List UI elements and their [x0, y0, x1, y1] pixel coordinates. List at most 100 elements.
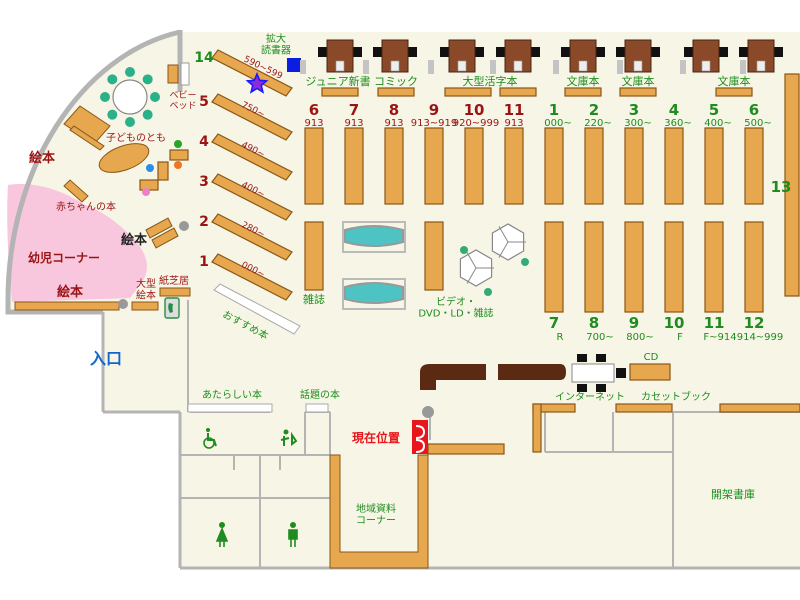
reading-desk-seat: [578, 60, 588, 72]
wheelchair-wheel: [203, 437, 215, 449]
magazines-label: 雑誌: [303, 292, 325, 306]
plant: [460, 246, 468, 254]
internet-label: インターネット: [555, 391, 625, 403]
green-stack-code-top: 400~: [704, 118, 731, 129]
diag-shelf-number: 14: [194, 50, 214, 66]
terminal-chair: [596, 384, 606, 392]
baby-care-icon: [280, 431, 298, 446]
round-table-stool: [107, 74, 118, 85]
junior-new-label: ジュニア新書: [305, 74, 370, 88]
pillar: [740, 60, 746, 74]
plant: [521, 258, 529, 266]
green-stack-code-bottom: R: [557, 332, 564, 343]
label-board: [377, 87, 415, 97]
magazine-stack: [304, 221, 324, 291]
pillar: [363, 60, 369, 74]
plant: [484, 288, 492, 296]
hex-divider: [466, 267, 477, 284]
outer-curve-wall: [5, 29, 181, 315]
water-frame: [342, 278, 406, 310]
pillar-round: [118, 299, 128, 309]
reading-desk-seat: [701, 60, 711, 72]
closed-stacks-label: 開架書庫: [711, 487, 755, 501]
large-print-label: 大型活字本: [463, 74, 518, 88]
red-stack: [304, 127, 324, 205]
label-board: [499, 87, 537, 97]
green-stack-code-top: 000~: [544, 118, 571, 129]
picture-book-shelf-bottom: [14, 301, 120, 311]
green-stack-bottom: [544, 221, 564, 313]
green-stack-code-bottom: 800~: [626, 332, 653, 343]
diag-shelf-number: 5: [199, 94, 209, 110]
red-stack-number: 11: [504, 101, 525, 119]
green-stack-code-bottom: 700~: [586, 332, 613, 343]
red-stack-code: 913: [344, 118, 363, 129]
round-table-stool: [107, 109, 118, 120]
pillar: [553, 60, 559, 74]
green-stack-number-bottom: 7: [549, 314, 559, 332]
label-board: [564, 87, 602, 97]
baby-books-label: 赤ちゃんの本: [56, 200, 116, 213]
color-dot-orange: [174, 161, 182, 169]
terminal-chair: [616, 368, 626, 378]
internet-shelf-side: [532, 403, 542, 453]
diag-shelf-number: 1: [199, 254, 209, 270]
green-stack-code-bottom: 914~999: [737, 332, 784, 343]
oval-table: [98, 143, 150, 173]
reading-desk-seat: [513, 60, 523, 72]
reading-desk-seat: [633, 60, 643, 72]
enlarge-reader-label: 拡大読書器: [261, 32, 291, 57]
green-stack-number-bottom: 10: [664, 314, 685, 332]
color-dot-green: [174, 140, 182, 148]
green-stack-code-top: 300~: [624, 118, 651, 129]
green-stack-top: [544, 127, 564, 205]
diag-shelf: [211, 93, 293, 141]
red-stack-number: 8: [389, 101, 399, 119]
picture-book-rack: [151, 227, 179, 249]
large-picture-book-shelf: [131, 301, 159, 311]
bunko-label-3: 文庫本: [718, 74, 751, 88]
red-stack-code: 913: [384, 118, 403, 129]
baby-bed: [180, 62, 190, 86]
kamishibai-label: 紙芝居: [159, 274, 189, 287]
topical-books-shelf: [305, 403, 329, 413]
current-location-label: 現在位置: [352, 430, 400, 445]
water-frame: [342, 221, 406, 253]
red-stack-code: 913: [504, 118, 523, 129]
magnifier-reader-box: [287, 58, 301, 72]
label-board: [321, 87, 359, 97]
green-stack-number-bottom: 8: [589, 314, 599, 332]
map-labels: 拡大読書器ジュニア新書コミック大型活字本文庫本文庫本文庫本絵本絵本絵本子どものと…: [28, 32, 791, 527]
green-stack-number-top: 3: [629, 101, 639, 119]
internet-terminal: [571, 363, 615, 383]
small-shelf: [169, 149, 189, 161]
pillar-round: [179, 221, 189, 231]
map-graphics: [14, 39, 800, 569]
round-table-stool: [150, 92, 160, 102]
green-stack-bottom: [584, 221, 604, 313]
video-label: ビデオ・DVD・LD・雑誌: [418, 295, 493, 320]
bunko-label-1: 文庫本: [567, 74, 600, 88]
green-stack-number-bottom: 12: [744, 314, 765, 332]
kamishibai-shelf: [159, 287, 191, 297]
label-board: [444, 87, 492, 97]
red-stack-code: 913: [304, 118, 323, 129]
green-stack-number-top: 1: [549, 101, 559, 119]
reading-desk: [504, 39, 532, 73]
service-counter-right: [498, 364, 566, 380]
water-feature: [344, 225, 404, 247]
green-stack-bottom: [624, 221, 644, 313]
person-body: [288, 529, 298, 547]
topical-books-label: 話題の本: [300, 388, 340, 401]
green-stack-number-bottom: 11: [704, 314, 725, 332]
women-restroom-icon: [215, 522, 229, 547]
diag-shelf-number: 3: [199, 174, 209, 190]
hex-divider: [498, 226, 509, 243]
small-shelf: [157, 161, 169, 181]
green-stack-bottom: [664, 221, 684, 313]
terminal-chair: [577, 384, 587, 392]
baby-bed-shelf: [167, 64, 179, 84]
round-table-stool: [125, 117, 135, 127]
water-feature: [344, 282, 404, 304]
terminal-chair: [596, 354, 606, 362]
